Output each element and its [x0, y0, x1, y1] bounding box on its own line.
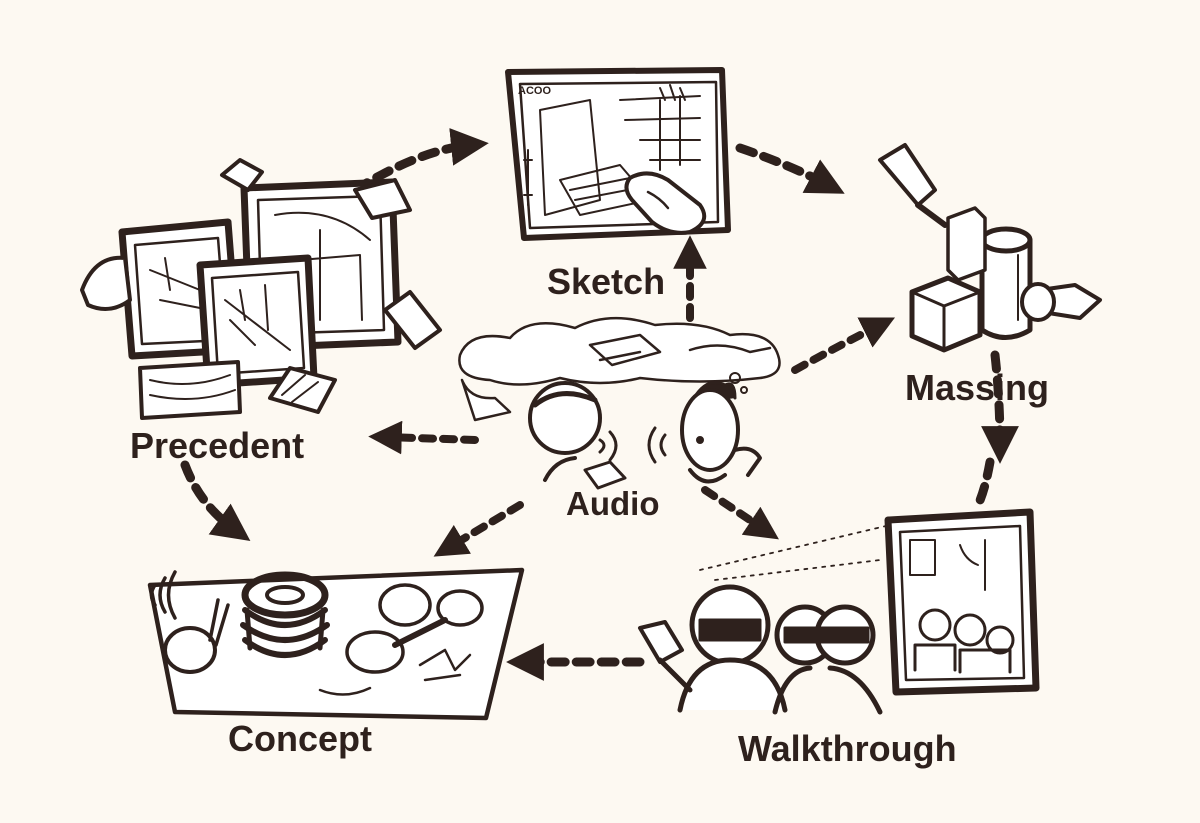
node-label-audio: Audio: [566, 485, 660, 522]
node-label-walkthrough: Walkthrough: [738, 728, 957, 769]
arrow-audio-to-precedent: [368, 420, 479, 455]
arrow-audio-to-massing: [791, 317, 896, 374]
cycle-arrows: [180, 128, 1019, 681]
node-label-concept: Concept: [228, 718, 372, 759]
precedent-illustration: [80, 158, 442, 420]
arrow-audio-to-walkthrough: [701, 486, 779, 540]
audio-illustration: [458, 317, 781, 490]
node-label-massing: Massing: [905, 367, 1050, 408]
arrow-audio-to-concept: [433, 501, 524, 557]
audio-arrows: [368, 235, 896, 557]
sketch-screen-text: ACOO: [518, 85, 551, 97]
sketch-illustration: [505, 67, 731, 241]
arrow-precedent-to-concept: [180, 460, 251, 541]
massing-illustration: [878, 143, 1102, 353]
arrow-massing-to-walkthrough: [981, 350, 1019, 464]
concept-illustration: [147, 567, 525, 721]
arrow-massing-to-walkthrough-tail: [973, 457, 995, 510]
node-label-sketch: Sketch: [547, 261, 666, 302]
walkthrough-illustration: [638, 508, 1040, 715]
arrow-sketch-to-massing: [735, 143, 845, 194]
node-label-precedent: Precedent: [130, 425, 305, 466]
